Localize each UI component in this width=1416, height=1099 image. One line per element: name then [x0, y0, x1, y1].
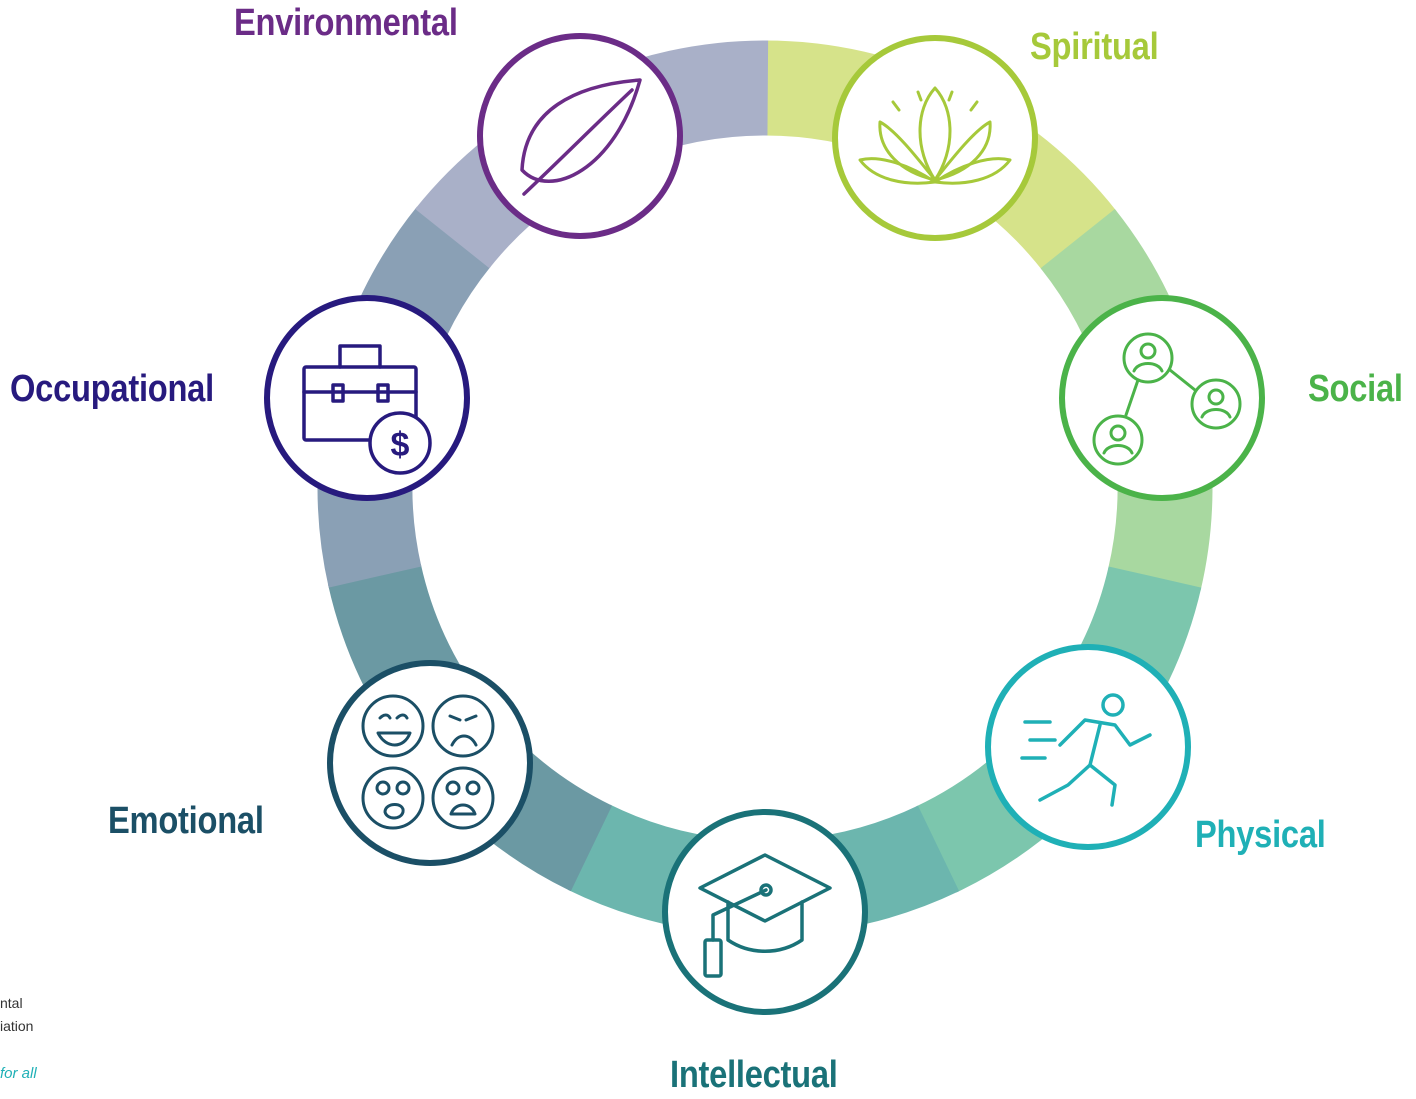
label-occupational: Occupational [10, 368, 214, 410]
logo-tagline: for all [0, 1065, 37, 1082]
label-social: Social [1308, 368, 1403, 410]
label-intellectual: Intellectual [670, 1054, 838, 1096]
occupational-node: $ [264, 295, 470, 501]
dollar-sign-icon: $ [391, 426, 410, 464]
graduation-cap-icon [698, 853, 832, 978]
lotus-icon [858, 86, 1012, 185]
emotional-node [327, 660, 533, 866]
briefcase-dollar-icon [302, 344, 432, 475]
spiritual-node [832, 35, 1038, 241]
running-person-icon [1020, 693, 1152, 807]
label-environmental: Environmental [234, 2, 458, 44]
leaf-icon [520, 78, 642, 196]
intellectual-node [662, 809, 868, 1015]
environmental-node [477, 33, 683, 239]
people-network-icon [1092, 332, 1242, 466]
logo-text-line-1: ntal [0, 995, 23, 1011]
emotion-faces-icon [361, 694, 495, 830]
label-emotional: Emotional [108, 800, 264, 842]
social-node [1059, 295, 1265, 501]
physical-node [985, 644, 1191, 850]
label-spiritual: Spiritual [1030, 26, 1159, 68]
label-physical: Physical [1195, 814, 1326, 856]
logo-text-line-2: iation [0, 1018, 34, 1034]
